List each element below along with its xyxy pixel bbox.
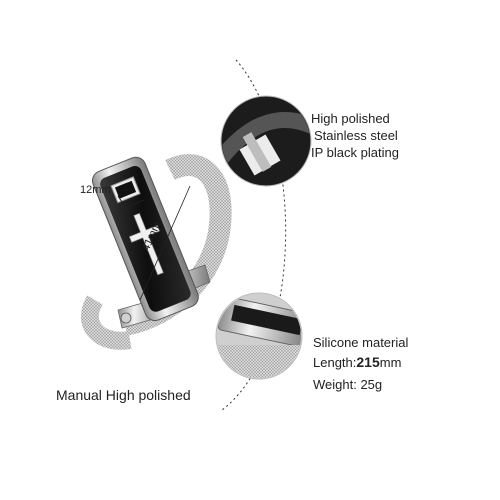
callout-material: Silicone material — [313, 335, 409, 350]
detail-circle-top — [220, 95, 312, 187]
guide-arc — [221, 59, 287, 411]
callout-top-line3: IP black plating — [311, 145, 399, 160]
callout-length: Length:215mm — [313, 354, 401, 371]
length-label: Length: — [313, 355, 357, 370]
width-dimension-label: 12mm — [80, 184, 111, 196]
length-dimension-line — [139, 185, 191, 301]
length-value: 215 — [356, 354, 380, 370]
width-dimension-line — [117, 195, 131, 215]
callout-weight: Weight: 25g — [313, 377, 383, 392]
callout-top-line1: High polished — [311, 111, 390, 126]
cross-icon — [128, 212, 164, 276]
callout-top-line2: Stainless steel — [314, 128, 398, 143]
callout-manual-polished: Manual High polished — [56, 387, 191, 403]
detail-circle-bottom — [215, 292, 303, 380]
length-unit: mm — [379, 355, 402, 370]
